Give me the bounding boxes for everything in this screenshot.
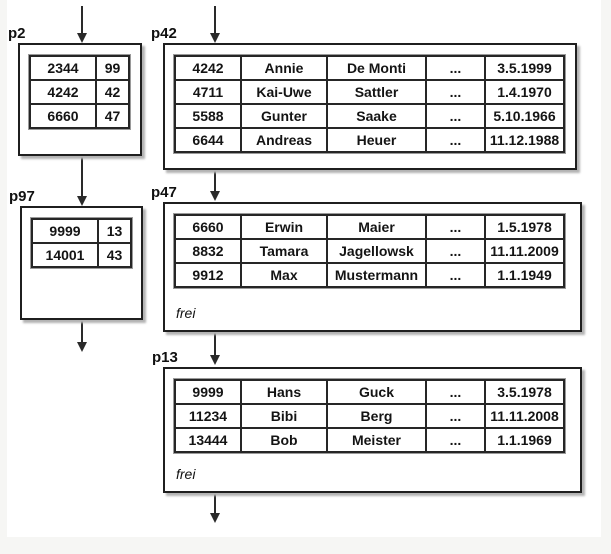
table-cell-ellipsis: ...	[425, 127, 486, 153]
page-box-p13: 9999 Hans Guck ... 3.5.1978 11234 Bibi B…	[163, 367, 582, 493]
table-cell-pointer: 13	[97, 218, 132, 244]
table-cell-key: 4242	[29, 79, 97, 105]
table-cell-firstname: Erwin	[240, 214, 328, 240]
index-table-p97: 9999 13 14001 43	[30, 217, 133, 269]
table-cell-firstname: Bob	[240, 427, 328, 453]
page-label-p2: p2	[8, 25, 26, 42]
table-cell-firstname: Max	[240, 262, 328, 288]
table-cell-date: 3.5.1999	[484, 55, 565, 81]
table-cell-firstname: Hans	[240, 379, 328, 405]
arrow-top-to-p2	[77, 6, 87, 43]
table-cell-key: 14001	[31, 242, 99, 268]
page-box-p42: 4242 Annie De Monti ... 3.5.1999 4711 Ka…	[163, 43, 577, 170]
arrow-top-to-p42	[210, 6, 220, 43]
table-cell-key: 9999	[31, 218, 99, 244]
table-cell-pointer: 47	[95, 103, 130, 129]
table-cell-id: 4242	[174, 55, 242, 81]
table-cell-lastname: Guck	[326, 379, 427, 405]
table-cell-ellipsis: ...	[425, 79, 486, 105]
table-row: 4242 42	[29, 79, 130, 105]
table-row: 5588 Gunter Saake ... 5.10.1966	[174, 103, 565, 129]
table-cell-id: 9912	[174, 262, 242, 288]
table-cell-firstname: Gunter	[240, 103, 328, 129]
page-box-p97: 9999 13 14001 43	[20, 206, 143, 320]
table-cell-ellipsis: ...	[425, 103, 486, 129]
table-row: 9912 Max Mustermann ... 1.1.1949	[174, 262, 565, 288]
table-cell-lastname: Sattler	[326, 79, 427, 105]
table-cell-lastname: Mustermann	[326, 262, 427, 288]
table-row: 13444 Bob Meister ... 1.1.1969	[174, 427, 565, 453]
table-cell-key: 2344	[29, 55, 97, 81]
table-cell-firstname: Annie	[240, 55, 328, 81]
table-cell-date: 11.12.1988	[484, 127, 565, 153]
table-row: 9999 13	[31, 218, 132, 244]
table-cell-id: 4711	[174, 79, 242, 105]
free-space-label: frei	[176, 466, 196, 482]
table-cell-id: 6660	[174, 214, 242, 240]
free-space-label: frei	[176, 305, 196, 321]
arrow-p42-to-p47	[210, 169, 220, 201]
table-cell-date: 1.1.1969	[484, 427, 565, 453]
table-cell-ellipsis: ...	[425, 214, 486, 240]
data-table-p13: 9999 Hans Guck ... 3.5.1978 11234 Bibi B…	[173, 378, 566, 454]
page-label-p97: p97	[9, 188, 35, 205]
table-cell-id: 13444	[174, 427, 242, 453]
table-cell-lastname: De Monti	[326, 55, 427, 81]
page-label-p47: p47	[151, 184, 177, 201]
data-table-p42: 4242 Annie De Monti ... 3.5.1999 4711 Ka…	[173, 54, 566, 154]
table-row: 9999 Hans Guck ... 3.5.1978	[174, 379, 565, 405]
table-cell-lastname: Saake	[326, 103, 427, 129]
table-cell-id: 9999	[174, 379, 242, 405]
data-table-p47: 6660 Erwin Maier ... 1.5.1978 8832 Tamar…	[173, 213, 566, 289]
table-cell-key: 6660	[29, 103, 97, 129]
table-row: 2344 99	[29, 55, 130, 81]
table-row: 8832 Tamara Jagellowsk ... 11.11.2009	[174, 238, 565, 264]
table-cell-date: 1.4.1970	[484, 79, 565, 105]
table-cell-ellipsis: ...	[425, 379, 486, 405]
table-cell-date: 11.11.2009	[484, 238, 565, 264]
table-cell-ellipsis: ...	[425, 427, 486, 453]
page-box-p2: 2344 99 4242 42 6660 47	[18, 43, 142, 156]
table-cell-ellipsis: ...	[425, 262, 486, 288]
table-cell-lastname: Berg	[326, 403, 427, 429]
table-cell-lastname: Heuer	[326, 127, 427, 153]
table-row: 14001 43	[31, 242, 132, 268]
table-cell-firstname: Tamara	[240, 238, 328, 264]
table-cell-pointer: 42	[95, 79, 130, 105]
arrow-p13-down	[210, 492, 220, 523]
table-cell-date: 3.5.1978	[484, 379, 565, 405]
table-row: 6660 Erwin Maier ... 1.5.1978	[174, 214, 565, 240]
arrow-p2-to-p97	[77, 156, 87, 206]
table-row: 4711 Kai-Uwe Sattler ... 1.4.1970	[174, 79, 565, 105]
index-table-p2: 2344 99 4242 42 6660 47	[28, 54, 131, 130]
table-cell-id: 6644	[174, 127, 242, 153]
page-label-p13: p13	[152, 349, 178, 366]
table-cell-pointer: 99	[95, 55, 130, 81]
table-row: 4242 Annie De Monti ... 3.5.1999	[174, 55, 565, 81]
table-cell-date: 1.5.1978	[484, 214, 565, 240]
table-cell-ellipsis: ...	[425, 238, 486, 264]
table-cell-pointer: 43	[97, 242, 132, 268]
table-cell-date: 1.1.1949	[484, 262, 565, 288]
table-cell-id: 11234	[174, 403, 242, 429]
table-cell-ellipsis: ...	[425, 55, 486, 81]
page-label-p42: p42	[151, 25, 177, 42]
table-cell-date: 5.10.1966	[484, 103, 565, 129]
table-cell-id: 8832	[174, 238, 242, 264]
page-box-p47: 6660 Erwin Maier ... 1.5.1978 8832 Tamar…	[163, 202, 582, 332]
table-cell-lastname: Maier	[326, 214, 427, 240]
table-row: 6660 47	[29, 103, 130, 129]
table-cell-firstname: Bibi	[240, 403, 328, 429]
table-row: 11234 Bibi Berg ... 11.11.2008	[174, 403, 565, 429]
table-cell-lastname: Jagellowsk	[326, 238, 427, 264]
arrow-p47-to-p13	[210, 331, 220, 365]
table-row: 6644 Andreas Heuer ... 11.12.1988	[174, 127, 565, 153]
table-cell-id: 5588	[174, 103, 242, 129]
table-cell-date: 11.11.2008	[484, 403, 565, 429]
table-cell-firstname: Kai-Uwe	[240, 79, 328, 105]
table-cell-lastname: Meister	[326, 427, 427, 453]
table-cell-firstname: Andreas	[240, 127, 328, 153]
arrow-p97-down	[77, 319, 87, 352]
table-cell-ellipsis: ...	[425, 403, 486, 429]
